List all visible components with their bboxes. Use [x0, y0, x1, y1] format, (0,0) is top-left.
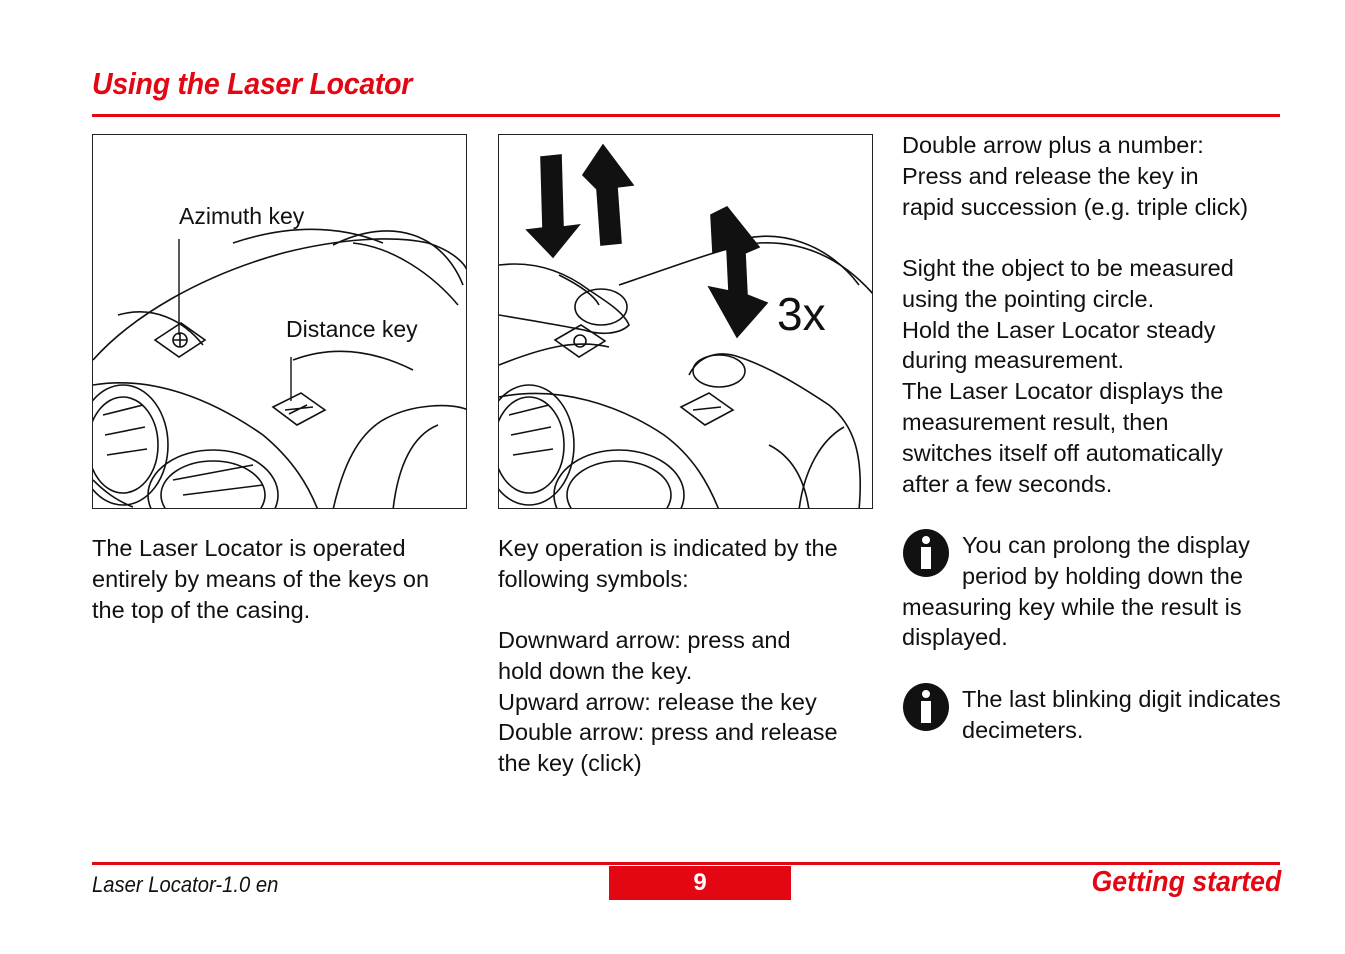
section-title: Getting started	[1091, 866, 1281, 898]
info-icon	[903, 529, 949, 577]
click-count-label: 3x	[777, 288, 826, 340]
key-symbols-intro: Key operation is indicated by the follow…	[498, 535, 838, 592]
key-operation-illustration: 3x	[498, 134, 873, 509]
info-note-text: The last blinking digit indicates decime…	[962, 686, 1281, 743]
info-note-decimeters: The last blinking digit indicates decime…	[902, 683, 1287, 746]
page-number: 9	[609, 866, 791, 900]
intro-paragraph: The Laser Locator is operated entirely b…	[92, 535, 430, 623]
double-arrow-number-description: Double arrow plus a number: Press and re…	[902, 132, 1249, 220]
info-note-text: You can prolong the display period by ho…	[902, 532, 1250, 651]
downward-arrow-icon	[525, 154, 581, 259]
arrow-symbols-description: Downward arrow: press and hold down the …	[498, 627, 838, 777]
double-arrow-icon	[707, 205, 769, 339]
header-rule	[92, 114, 1280, 117]
finger-press-icon-2	[688, 353, 862, 508]
upward-arrow-icon	[581, 143, 635, 246]
distance-key-label: Distance key	[286, 316, 418, 342]
info-icon	[903, 683, 949, 731]
device-keys-illustration: Azimuth key Distance key	[92, 134, 467, 509]
info-note-display-period: You can prolong the display period by ho…	[902, 529, 1287, 653]
footer-rule	[92, 862, 1280, 865]
azimuth-key-label: Azimuth key	[179, 203, 305, 229]
page-title: Using the Laser Locator	[92, 66, 413, 101]
finger-press-icon	[499, 263, 630, 335]
distance-key-icon	[271, 392, 327, 426]
measurement-procedure: Sight the object to be measured using th…	[902, 255, 1234, 497]
azimuth-key-icon	[153, 322, 207, 358]
document-id: Laser Locator-1.0 en	[92, 872, 279, 897]
